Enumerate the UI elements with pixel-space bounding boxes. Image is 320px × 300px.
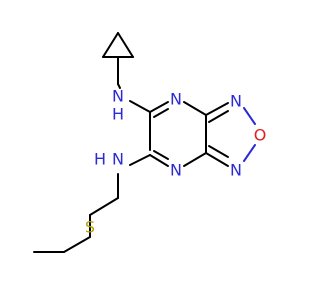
bond xyxy=(205,152,229,167)
atom-label-nh-cyclopropyl: N xyxy=(112,87,124,106)
bond xyxy=(129,154,151,166)
bond xyxy=(117,83,121,89)
bond xyxy=(243,107,256,125)
bond xyxy=(243,144,256,162)
atom-label-n-furazan-bottom: N xyxy=(230,161,242,180)
atom-label-o-furazan: O xyxy=(254,126,267,145)
bond xyxy=(102,32,119,58)
cyclopropyl-ring xyxy=(102,32,134,58)
atom-label-n-furazan-top: N xyxy=(230,92,242,111)
bond xyxy=(63,236,91,253)
bond xyxy=(153,108,169,118)
bond xyxy=(183,101,207,116)
bond xyxy=(149,154,169,167)
atom-label-n-pyrazine-top: N xyxy=(170,90,182,109)
furazan-ring xyxy=(205,102,256,167)
atom-label-n-pyrazine-bottom: N xyxy=(170,161,182,180)
bond xyxy=(129,100,151,113)
bond xyxy=(89,197,119,216)
pyrazine-ring xyxy=(149,101,207,167)
molecule-structure-diagram: N H N H N N N N O S xyxy=(33,32,267,253)
atom-label-nh-ethyl: N xyxy=(112,150,124,169)
bond xyxy=(208,145,229,158)
atom-label-s-thioether: S xyxy=(85,218,95,237)
bond xyxy=(153,150,169,160)
bond xyxy=(208,110,229,123)
bond xyxy=(149,101,169,113)
bond xyxy=(205,102,229,116)
atom-label-h: H xyxy=(94,150,106,169)
bond xyxy=(183,152,207,167)
bond xyxy=(117,32,134,58)
atom-label-h: H xyxy=(112,105,124,124)
